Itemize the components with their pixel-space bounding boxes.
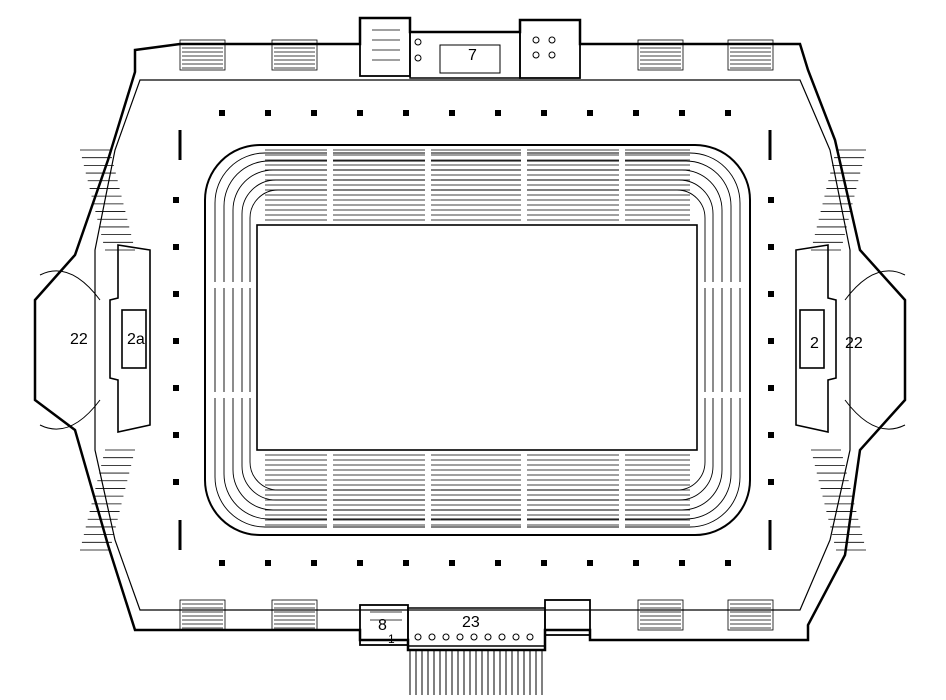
column: [495, 110, 501, 116]
column: [173, 385, 179, 391]
column: [357, 110, 363, 116]
column: [768, 291, 774, 297]
column: [449, 560, 455, 566]
label-east-core: 2: [810, 335, 819, 352]
column: [265, 110, 271, 116]
aisles: [208, 148, 747, 532]
stair-block: [637, 39, 684, 71]
column: [768, 432, 774, 438]
label-west-entrance: 22: [70, 331, 88, 348]
stair-block: [727, 39, 774, 71]
label-room-23: 23: [462, 614, 480, 631]
fixture-circle: [414, 633, 422, 641]
concourse-line: [94, 79, 851, 611]
side-walls: [178, 130, 772, 550]
column: [173, 291, 179, 297]
stair-block: [179, 39, 226, 71]
label-room-8-sub: 1: [388, 632, 395, 646]
stair-block: [179, 599, 226, 631]
column: [587, 110, 593, 116]
column: [357, 560, 363, 566]
fixture-circle: [526, 633, 534, 641]
column: [587, 560, 593, 566]
column: [725, 560, 731, 566]
column: [449, 110, 455, 116]
label-west-core: 2a: [127, 331, 145, 348]
fixture-circle: [428, 633, 436, 641]
fixture-circle: [456, 633, 464, 641]
column: [173, 432, 179, 438]
column: [768, 479, 774, 485]
bottom-annex-fixtures: [414, 633, 534, 641]
column: [173, 479, 179, 485]
column: [541, 560, 547, 566]
perimeter-stairs: [179, 39, 774, 631]
east-core-block: [795, 244, 906, 433]
column: [495, 560, 501, 566]
column: [768, 385, 774, 391]
column: [173, 338, 179, 344]
label-room-8: 8: [378, 617, 387, 634]
fixture-circle: [498, 633, 506, 641]
top-annex: [359, 17, 581, 79]
column: [311, 110, 317, 116]
column: [311, 560, 317, 566]
column: [219, 110, 225, 116]
structural-columns: [173, 110, 774, 566]
stair-block: [271, 39, 318, 71]
entrance-ramp: [409, 650, 543, 695]
diagonal-stairs: [80, 149, 866, 551]
column: [219, 560, 225, 566]
column: [403, 560, 409, 566]
column: [725, 110, 731, 116]
column: [679, 560, 685, 566]
arena-field: [256, 224, 698, 451]
fixture-circle: [470, 633, 478, 641]
fixture-circle: [512, 633, 520, 641]
bottom-annex: [359, 599, 591, 647]
column: [173, 197, 179, 203]
seating-bowl-row-2: [223, 160, 732, 520]
stair-block: [637, 599, 684, 631]
west-core-block: [39, 244, 151, 433]
label-east-entrance: 22: [845, 335, 863, 352]
column: [768, 197, 774, 203]
stair-block: [271, 599, 318, 631]
seating-bowl-row-1: [214, 152, 741, 528]
column: [768, 244, 774, 250]
column: [768, 338, 774, 344]
label-room-7: 7: [468, 47, 477, 64]
fixture-circle: [442, 633, 450, 641]
column: [541, 110, 547, 116]
seating-bowl-outer: [204, 144, 751, 536]
column: [173, 244, 179, 250]
column: [633, 560, 639, 566]
column: [265, 560, 271, 566]
column: [679, 110, 685, 116]
column: [633, 110, 639, 116]
stair-block: [727, 599, 774, 631]
column: [403, 110, 409, 116]
fixture-circle: [484, 633, 492, 641]
